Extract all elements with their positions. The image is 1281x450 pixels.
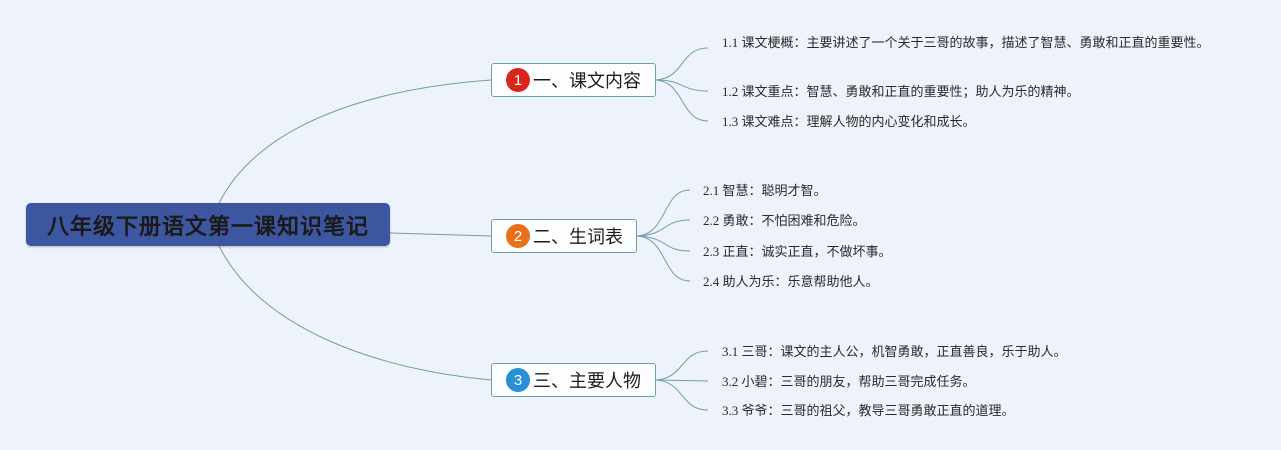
connector-branch-1-leaf-2 xyxy=(655,79,709,92)
connector-branch-2-leaf-4 xyxy=(636,235,691,282)
leaf-text: 3.1 三哥：课文的主人公，机智勇敢，正直善良，乐于助人。 xyxy=(722,344,1067,359)
leaf-topic-1-2[interactable]: 1.2 课文重点：智慧、勇敢和正直的重要性；助人为乐的精神。 xyxy=(722,82,1080,101)
connector-branch-1-leaf-1 xyxy=(655,47,709,81)
connector-branch-3-leaf-3 xyxy=(655,379,709,411)
leaf-topic-1-1[interactable]: 1.1 课文梗概：主要讲述了一个关于三哥的故事，描述了智慧、勇敢和正直的重要性。 xyxy=(722,33,1222,52)
connector-branch-2-leaf-2 xyxy=(636,219,691,237)
branch-topic-3[interactable]: 3 三、主要人物 xyxy=(491,363,656,397)
connector-root-branch-3 xyxy=(217,243,492,381)
connector-branch-2-leaf-3 xyxy=(636,235,691,252)
connector-root-branch-2 xyxy=(389,232,492,237)
leaf-text: 2.3 正直：诚实正直，不做坏事。 xyxy=(703,244,892,259)
branch-label: 二、生词表 xyxy=(533,227,623,248)
leaf-text: 2.4 助人为乐：乐意帮助他人。 xyxy=(703,274,879,289)
number-badge-icon: 1 xyxy=(506,68,530,92)
leaf-topic-1-3[interactable]: 1.3 课文难点：理解人物的内心变化和成长。 xyxy=(722,112,976,131)
connector-branch-1-leaf-3 xyxy=(655,79,709,122)
leaf-text: 2.1 智慧：聪明才智。 xyxy=(703,183,827,198)
connector-root-branch-1 xyxy=(217,79,492,206)
leaf-topic-2-3[interactable]: 2.3 正直：诚实正直，不做坏事。 xyxy=(703,242,892,261)
leaf-text: 1.3 课文难点：理解人物的内心变化和成长。 xyxy=(722,114,976,129)
leaf-topic-3-3[interactable]: 3.3 爷爷：三哥的祖父，教导三哥勇敢正直的道理。 xyxy=(722,401,1015,420)
leaf-topic-3-1[interactable]: 3.1 三哥：课文的主人公，机智勇敢，正直善良，乐于助人。 xyxy=(722,342,1067,361)
connector-branch-2-leaf-1 xyxy=(636,189,691,237)
connector-branch-3-leaf-2 xyxy=(655,379,709,382)
branch-label: 三、主要人物 xyxy=(533,371,641,392)
number-badge-icon: 3 xyxy=(506,368,530,392)
connector-branch-3-leaf-1 xyxy=(655,350,709,381)
number-badge-icon: 2 xyxy=(506,224,530,248)
leaf-topic-2-4[interactable]: 2.4 助人为乐：乐意帮助他人。 xyxy=(703,272,879,291)
root-topic[interactable]: 八年级下册语文第一课知识笔记 xyxy=(26,203,390,246)
branch-topic-2[interactable]: 2 二、生词表 xyxy=(491,219,637,253)
branch-topic-1[interactable]: 1 一、课文内容 xyxy=(491,63,656,97)
leaf-text: 3.2 小碧：三哥的朋友，帮助三哥完成任务。 xyxy=(722,374,976,389)
leaf-text: 2.2 勇敢：不怕困难和危险。 xyxy=(703,213,866,228)
leaf-topic-3-2[interactable]: 3.2 小碧：三哥的朋友，帮助三哥完成任务。 xyxy=(722,372,976,391)
branch-label: 一、课文内容 xyxy=(533,71,641,92)
leaf-text: 1.1 课文梗概：主要讲述了一个关于三哥的故事，描述了智慧、勇敢和正直的重要性。 xyxy=(722,35,1210,50)
leaf-text: 1.2 课文重点：智慧、勇敢和正直的重要性；助人为乐的精神。 xyxy=(722,84,1080,99)
leaf-text: 3.3 爷爷：三哥的祖父，教导三哥勇敢正直的道理。 xyxy=(722,403,1015,418)
leaf-topic-2-2[interactable]: 2.2 勇敢：不怕困难和危险。 xyxy=(703,211,866,230)
leaf-topic-2-1[interactable]: 2.1 智慧：聪明才智。 xyxy=(703,181,827,200)
root-title: 八年级下册语文第一课知识笔记 xyxy=(46,214,369,240)
